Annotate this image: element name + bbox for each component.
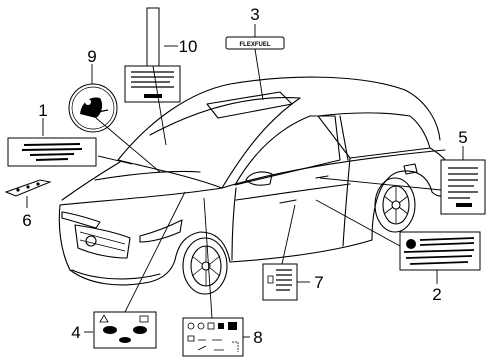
callout-6: 6: [22, 211, 31, 230]
callout-10: 10: [179, 37, 198, 56]
airbag-label-9: [68, 83, 118, 133]
callout-4: 4: [71, 323, 80, 342]
callout-1: 1: [38, 101, 47, 120]
hang-tag-label-10: [124, 7, 181, 103]
callout-8: 8: [253, 328, 262, 347]
callout-7: 7: [314, 273, 323, 292]
callout-3: 3: [250, 5, 259, 24]
text-label-5: [440, 159, 486, 215]
vehicle-outline: [58, 76, 459, 295]
icon-label-4: [93, 311, 157, 349]
emission-label-1: [7, 137, 97, 167]
rear-wheel: [374, 177, 416, 233]
leader-lines: [26, 24, 464, 338]
flexfuel-text: FLEXFUEL: [240, 42, 271, 48]
icon-label-8: [182, 317, 244, 357]
small-label-6: [4, 179, 52, 197]
callout-numbers: 1 2 3 4 5 6 7 8 9 10: [22, 5, 467, 347]
callout-2: 2: [432, 285, 441, 304]
flexfuel-badge-3: FLEXFUEL: [225, 36, 285, 50]
callout-5: 5: [458, 128, 467, 147]
tire-label-2: [399, 231, 481, 271]
door-label-7: [262, 263, 298, 301]
callout-9: 9: [87, 47, 96, 66]
front-wheel: [182, 237, 228, 295]
